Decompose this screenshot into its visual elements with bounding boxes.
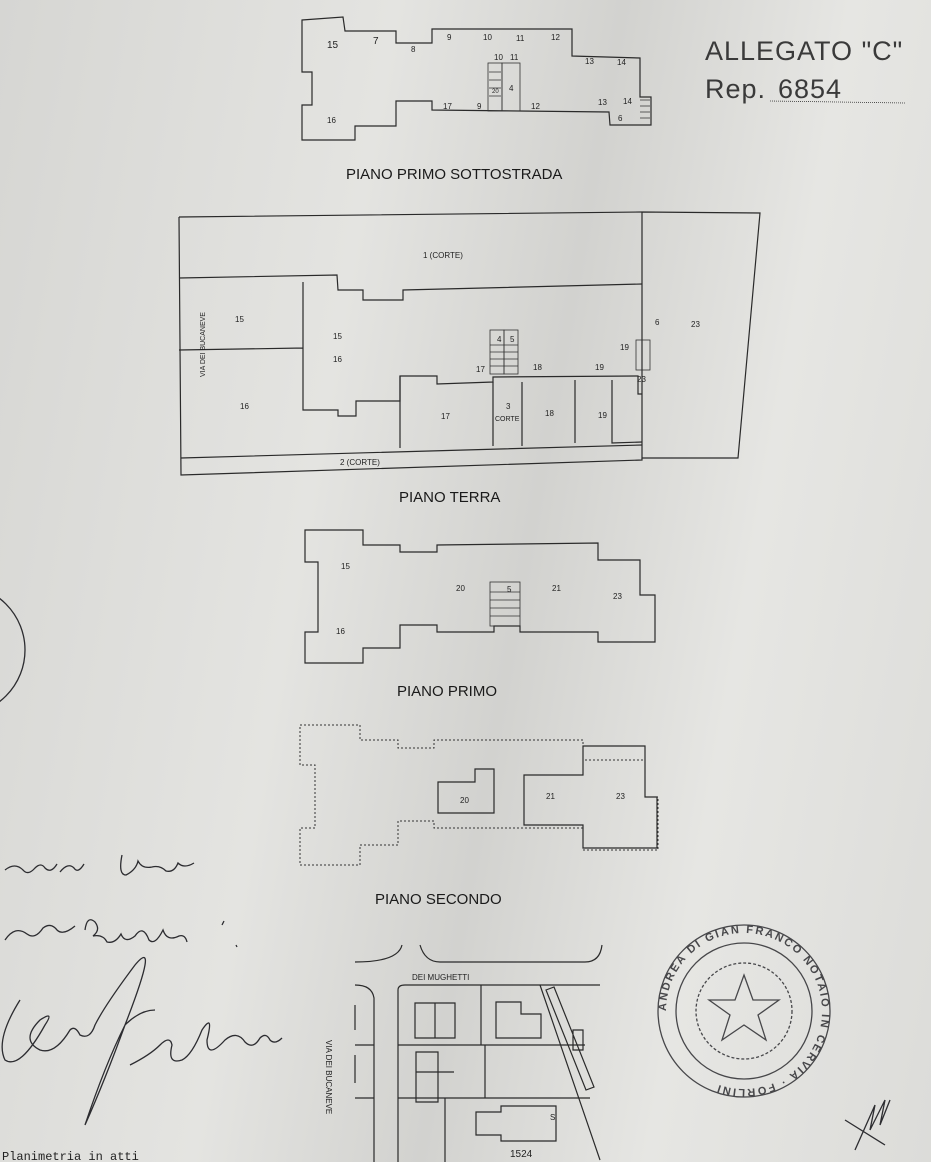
room-label: 23 xyxy=(637,375,646,384)
area-label: 1 (CORTE) xyxy=(423,251,463,260)
plan-title-secondo: PIANO SECONDO xyxy=(375,891,502,908)
allegato-label: ALLEGATO "C" xyxy=(705,36,903,66)
room-label: 13 xyxy=(585,57,594,66)
room-label: 21 xyxy=(552,584,561,593)
room-label: 17 xyxy=(441,412,450,421)
room-label: 15 xyxy=(341,562,350,571)
plan-terra: VIA DEI BUCANEVE 1 (CORTE) 15 15 16 16 4… xyxy=(178,211,761,506)
room-label: 19 xyxy=(595,363,604,372)
room-label: 18 xyxy=(533,363,542,372)
plan-title-terra: PIANO TERRA xyxy=(399,489,500,506)
rep-number: 6854 xyxy=(778,74,842,104)
room-label: 6 xyxy=(655,318,660,327)
room-label: 12 xyxy=(531,102,540,111)
room-label: 5 xyxy=(507,585,512,594)
room-label: 5 xyxy=(510,335,515,344)
room-label: 16 xyxy=(336,627,345,636)
room-label: 15 xyxy=(333,332,342,341)
room-label: 11 xyxy=(516,34,525,43)
room-label: 3 xyxy=(506,402,511,411)
room-label: 9 xyxy=(447,33,452,42)
street-label: VIA DEI BUCANEVE xyxy=(200,312,207,377)
room-label: 15 xyxy=(235,315,244,324)
room-label: 23 xyxy=(691,320,700,329)
plan-primo: 15 20 5 21 23 16 PIANO PRIMO xyxy=(304,529,656,700)
plan-title-primo: PIANO PRIMO xyxy=(397,683,497,700)
plan-secondo: 20 21 23 PIANO SECONDO xyxy=(299,724,659,908)
plan-sottostrada: 15 7 8 9 10 11 12 13 14 10 11 4 20 17 9 … xyxy=(301,16,652,183)
room-label: 20 xyxy=(492,89,499,95)
map-marker-label: S xyxy=(550,1113,555,1122)
room-label: 10 xyxy=(494,53,503,62)
room-label: 17 xyxy=(443,102,452,111)
room-label: 9 xyxy=(477,102,482,111)
signatures xyxy=(1,854,891,1151)
room-label: 16 xyxy=(240,402,249,411)
room-label: 4 xyxy=(497,335,502,344)
room-label: 14 xyxy=(617,58,626,67)
room-label: 6 xyxy=(618,114,623,123)
location-map: DEI MUGHETTI VIA DEI BUCANEVE S 1524 xyxy=(324,944,603,1162)
partial-seal xyxy=(0,597,26,703)
street-label: VIA DEI BUCANEVE xyxy=(324,1040,333,1114)
room-label: 7 xyxy=(373,36,379,47)
area-label: 2 (CORTE) xyxy=(340,458,380,467)
room-label: 10 xyxy=(483,33,492,42)
room-label: 19 xyxy=(620,343,629,352)
room-label: 13 xyxy=(598,98,607,107)
room-label: 20 xyxy=(456,584,465,593)
street-label: DEI MUGHETTI xyxy=(412,973,469,982)
rep-label: Rep. xyxy=(705,74,766,104)
room-label: 23 xyxy=(613,592,622,601)
room-label: CORTE xyxy=(495,416,520,423)
room-label: 11 xyxy=(510,53,519,62)
room-label: 12 xyxy=(551,33,560,42)
room-label: 16 xyxy=(327,116,336,125)
room-label: 14 xyxy=(623,97,632,106)
rep-underline xyxy=(769,100,906,104)
room-label: 23 xyxy=(616,792,625,801)
footer-note: Planimetria in atti xyxy=(2,1150,139,1162)
room-label: 21 xyxy=(546,792,555,801)
room-label: 16 xyxy=(333,355,342,364)
plan-title-sottostrada: PIANO PRIMO SOTTOSTRADA xyxy=(346,166,562,183)
room-label: 15 xyxy=(327,40,339,51)
room-label: 20 xyxy=(460,796,469,805)
room-label: 18 xyxy=(545,409,554,418)
notary-stamp: ANDREA DI GIAN FRANCO NOTAIO IN CERVIA ·… xyxy=(657,924,831,1098)
room-label: 4 xyxy=(509,84,514,93)
parcel-number: 1524 xyxy=(510,1149,533,1160)
room-label: 8 xyxy=(411,45,416,54)
room-label: 17 xyxy=(476,365,485,374)
room-label: 19 xyxy=(598,411,607,420)
